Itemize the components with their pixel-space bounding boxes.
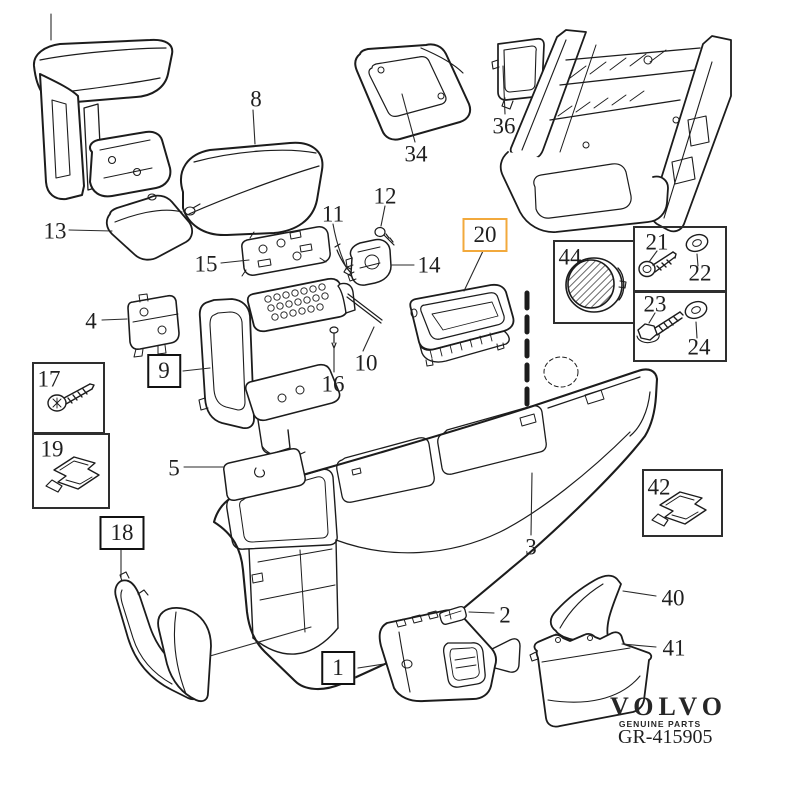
armrest-assembly-drawing — [32, 38, 174, 201]
part-label-16[interactable]: 16 — [321, 371, 345, 397]
part-label-18-boxed[interactable]: 18 — [99, 516, 145, 550]
part-34-trim-drawing — [354, 43, 472, 141]
part-label-15[interactable]: 15 — [194, 251, 218, 277]
part-label-2[interactable]: 2 — [499, 602, 511, 628]
part-14-latch-drawing — [345, 238, 392, 286]
legend-box-19 — [32, 433, 110, 509]
part-5-mat-drawing — [223, 448, 306, 501]
part-41-panel-drawing — [529, 631, 653, 728]
part-label-40[interactable]: 40 — [661, 585, 685, 611]
part-label-9-boxed[interactable]: 9 — [147, 354, 181, 388]
part-20-bin-drawing — [409, 283, 515, 367]
part-label-24[interactable]: 24 — [687, 334, 711, 360]
console-skeleton-frame-drawing — [499, 29, 732, 233]
part-42-clip-drawing — [651, 491, 707, 527]
part-3-console-body-drawing — [212, 356, 659, 690]
part-23-bolt-drawing — [636, 311, 684, 344]
part-label-22[interactable]: 22 — [688, 260, 712, 286]
leader-lines — [50, 13, 699, 669]
drawing-number: GR-415905 — [618, 726, 713, 748]
part-22-washer-drawing — [685, 233, 709, 253]
part-12-screw-drawing — [374, 226, 395, 246]
genuine-parts-tagline: GENUINE PARTS — [618, 719, 702, 729]
part-label-14[interactable]: 14 — [417, 252, 441, 278]
part-17-screw-drawing — [47, 383, 95, 412]
part-label-20-highlighted[interactable]: 20 — [462, 218, 508, 252]
part-21-screw-drawing — [638, 251, 677, 278]
part-label-8[interactable]: 8 — [250, 86, 262, 112]
part-4-bracket-drawing — [127, 293, 180, 358]
part-19-clip-drawing — [45, 456, 100, 493]
part-16-screw-drawing — [329, 326, 339, 349]
part-label-13[interactable]: 13 — [43, 218, 67, 244]
part-label-10[interactable]: 10 — [354, 350, 378, 376]
part-label-34[interactable]: 34 — [404, 141, 428, 167]
part-label-12[interactable]: 12 — [373, 183, 397, 209]
part-label-3[interactable]: 3 — [525, 534, 537, 560]
part-8-lid-drawing — [180, 141, 324, 237]
part-label-11[interactable]: 11 — [321, 201, 345, 227]
part-label-21[interactable]: 21 — [645, 229, 669, 255]
part-label-1-boxed[interactable]: 1 — [321, 651, 355, 685]
part-13-cover-drawing — [105, 193, 201, 261]
part-10-rod-drawing — [346, 293, 383, 324]
brand-block: VOLVO GENUINE PARTS — [610, 692, 727, 729]
part-18-trim-drawing — [114, 571, 212, 703]
part-label-23[interactable]: 23 — [643, 291, 667, 317]
part-label-44[interactable]: 44 — [558, 244, 582, 270]
part-label-17[interactable]: 17 — [37, 366, 61, 392]
part-label-5[interactable]: 5 — [168, 455, 180, 481]
part-15-panel-drawing — [241, 226, 331, 277]
legend-box-23-24 — [633, 291, 727, 362]
legend-box-42 — [642, 469, 723, 537]
part-2-clip-drawing — [439, 605, 467, 625]
part-label-4[interactable]: 4 — [85, 308, 97, 334]
part-label-41[interactable]: 41 — [662, 635, 686, 661]
part-label-42[interactable]: 42 — [647, 474, 671, 500]
part-44-speaker-drawing — [565, 257, 627, 313]
part-label-19[interactable]: 19 — [40, 436, 64, 462]
part-9-cupholder-drawing — [198, 277, 356, 458]
volvo-logo: VOLVO — [610, 692, 727, 721]
part-label-36[interactable]: 36 — [492, 113, 516, 139]
part-24-washer-drawing — [684, 300, 708, 320]
